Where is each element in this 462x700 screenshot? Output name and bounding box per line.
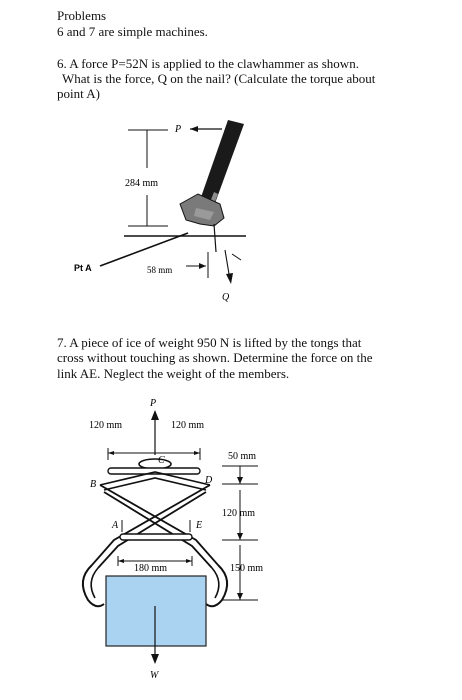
label-a: A	[111, 520, 119, 531]
label-q: Q	[222, 292, 230, 303]
label-d: D	[204, 475, 213, 486]
problem7-line2: cross without touching as shown. Determi…	[57, 350, 373, 365]
dim-180: 180 mm	[134, 563, 167, 574]
label-b: B	[90, 479, 96, 490]
page-title: Problems	[57, 8, 107, 23]
dim-50: 50 mm	[228, 451, 256, 462]
problem6-line2: What is the force, Q on the nail? (Calcu…	[62, 71, 376, 86]
problem7-line1: 7. A piece of ice of weight 950 N is lif…	[57, 335, 362, 350]
dim-120-right: 120 mm	[171, 420, 204, 431]
label-p-hammer: P	[174, 124, 181, 135]
label-e: E	[195, 520, 202, 531]
problem6-line3: point A)	[57, 86, 100, 101]
dim-120-mid: 120 mm	[222, 508, 255, 519]
dim-150: 150 mm	[230, 563, 263, 574]
page-subtitle: 6 and 7 are simple machines.	[57, 24, 208, 39]
dim-120-left: 120 mm	[89, 420, 122, 431]
problem6-line1: 6. A force P=52N is applied to the clawh…	[57, 56, 359, 71]
ice-block	[105, 575, 207, 647]
dim-58: 58 mm	[147, 265, 172, 275]
dim-284: 284 mm	[125, 178, 158, 189]
label-c: C	[158, 455, 165, 466]
label-p-tongs: P	[149, 398, 156, 409]
label-pt-a: Pt A	[74, 263, 92, 273]
label-w: W	[150, 670, 160, 681]
problem7-line3: link AE. Neglect the weight of the membe…	[57, 366, 290, 381]
